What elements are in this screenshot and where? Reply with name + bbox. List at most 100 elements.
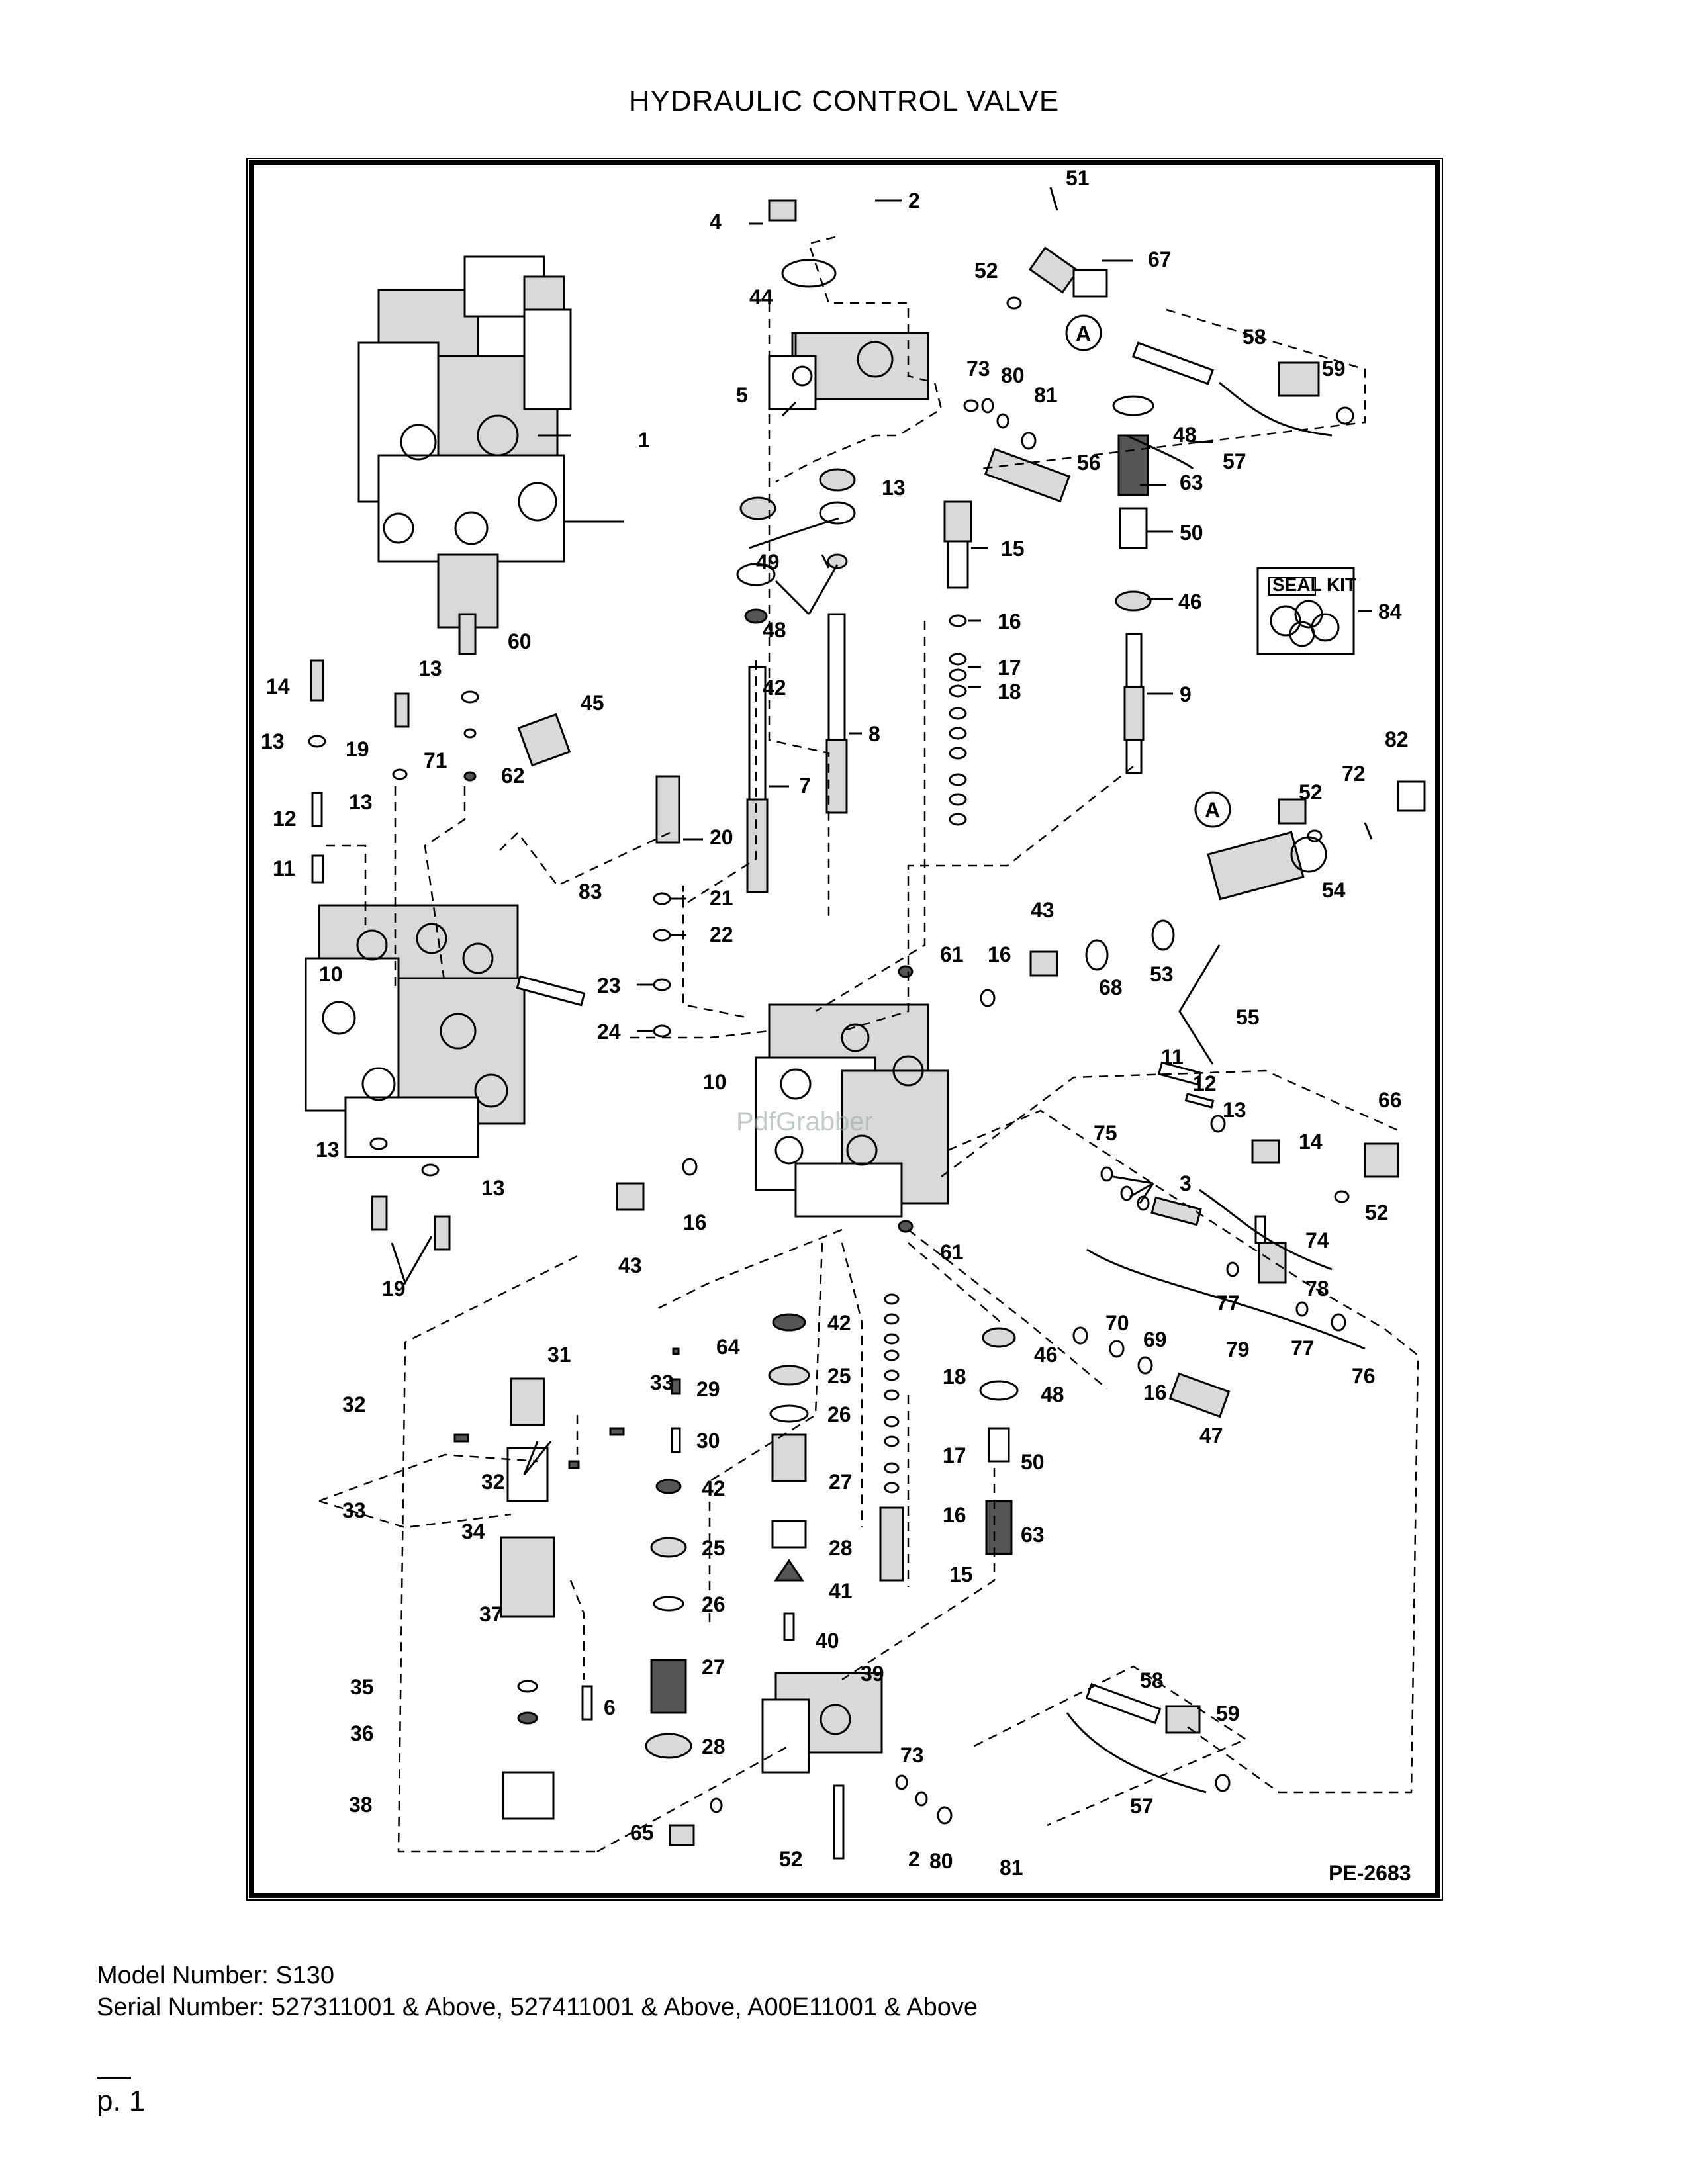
callout-58b: 58 [1140, 1668, 1164, 1692]
callout-27: 27 [829, 1470, 853, 1494]
callout-13a: 13 [261, 729, 285, 753]
lower-spool-parts [453, 1293, 1231, 1860]
valve-body-centre-illustration [755, 1003, 949, 1218]
callout-59: 59 [1322, 357, 1346, 381]
callout-36: 36 [350, 1721, 374, 1745]
callout-46b: 46 [1034, 1343, 1058, 1367]
callout-21: 21 [710, 886, 733, 910]
callout-39: 39 [861, 1662, 884, 1686]
callout-25b: 25 [702, 1536, 726, 1560]
callout-labels: 1 2 2 3 4 5 6 7 8 9 10 10 11 11 12 12 13… [261, 166, 1409, 1880]
callout-43b: 43 [618, 1253, 642, 1277]
callout-48c: 48 [1041, 1383, 1064, 1406]
callout-17b: 17 [943, 1443, 966, 1467]
callout-84: 84 [1378, 600, 1402, 623]
leader-dash-lines [318, 236, 1419, 1853]
callout-13c: 13 [418, 657, 442, 680]
callout-70: 70 [1105, 1311, 1129, 1335]
callout-52c: 52 [1365, 1201, 1389, 1224]
callout-81b: 81 [1000, 1856, 1023, 1880]
callout-56: 56 [1077, 451, 1101, 475]
callout-43: 43 [1031, 898, 1055, 922]
callout-73: 73 [966, 357, 990, 381]
callout-13e: 13 [1223, 1098, 1246, 1122]
callout-23: 23 [597, 974, 621, 997]
callout-74: 74 [1305, 1228, 1329, 1252]
callout-48: 48 [1173, 423, 1197, 447]
callout-80b: 80 [929, 1849, 953, 1873]
callout-12: 12 [273, 807, 297, 831]
callout-33: 33 [650, 1371, 674, 1394]
callout-50: 50 [1180, 521, 1203, 545]
exploded-parts-diagram: SEAL KIT [246, 158, 1443, 1901]
callout-51: 51 [1066, 166, 1090, 190]
callout-42b: 42 [827, 1311, 851, 1335]
callout-41: 41 [829, 1579, 853, 1603]
callout-55: 55 [1236, 1005, 1260, 1029]
upper-spool-parts [736, 199, 1354, 893]
serial-number: Serial Number: 527311001 & Above, 527411… [97, 1993, 978, 2021]
callout-11b: 11 [1161, 1045, 1184, 1069]
callout-72: 72 [1342, 762, 1366, 786]
valve-body-left-illustration [305, 904, 526, 1158]
callout-13f: 13 [316, 1138, 340, 1161]
callout-46: 46 [1178, 590, 1202, 614]
callout-35: 35 [350, 1675, 374, 1699]
callout-16e: 16 [1143, 1381, 1167, 1404]
callout-13g: 13 [481, 1176, 505, 1200]
callout-2: 2 [908, 189, 920, 212]
callout-77b: 77 [1291, 1336, 1315, 1360]
callout-60: 60 [508, 629, 532, 653]
callout-1: 1 [638, 428, 650, 452]
callout-13d: 13 [882, 476, 906, 500]
callout-63b: 63 [1021, 1523, 1045, 1547]
callout-19b: 19 [382, 1277, 406, 1300]
ref-a-top: A [1076, 322, 1091, 345]
callout-52b: 52 [1299, 780, 1323, 804]
callout-58: 58 [1243, 325, 1266, 349]
callout-61: 61 [940, 942, 964, 966]
callout-11: 11 [273, 856, 295, 880]
callout-57: 57 [1223, 449, 1246, 473]
callout-18b: 18 [943, 1365, 966, 1388]
model-number: Model Number: S130 [97, 1962, 335, 1989]
callout-8: 8 [868, 722, 880, 746]
callout-10: 10 [319, 962, 343, 986]
callout-81: 81 [1034, 383, 1058, 407]
callout-32b: 32 [481, 1470, 505, 1494]
seal-kit-box: SEAL KIT [1256, 567, 1356, 655]
callout-24: 24 [597, 1020, 621, 1044]
callout-28b: 28 [702, 1735, 726, 1758]
callout-20: 20 [710, 825, 733, 849]
callout-75: 75 [1094, 1121, 1117, 1145]
callout-64: 64 [716, 1335, 740, 1359]
callout-82: 82 [1385, 727, 1409, 751]
callout-63: 63 [1180, 471, 1203, 494]
callout-40: 40 [816, 1629, 839, 1653]
callout-83: 83 [579, 880, 602, 903]
page-number: p. 1 [97, 2085, 146, 2117]
callout-13b: 13 [349, 790, 373, 814]
callout-48b: 48 [763, 618, 786, 642]
callout-16d: 16 [943, 1503, 966, 1527]
page-title: HYDRAULIC CONTROL VALVE [628, 85, 1060, 117]
callout-15: 15 [1001, 537, 1025, 561]
callout-66: 66 [1378, 1088, 1402, 1112]
callout-59b: 59 [1216, 1702, 1240, 1725]
callout-12b: 12 [1193, 1071, 1217, 1095]
seal-kit-label: SEAL KIT [1272, 574, 1356, 595]
reference-markers: A A [1065, 314, 1231, 828]
callout-57b: 57 [1130, 1794, 1154, 1818]
callout-68: 68 [1099, 976, 1123, 999]
callout-37: 37 [479, 1602, 503, 1626]
assembled-valve-illustration [357, 255, 624, 629]
callout-53: 53 [1150, 962, 1174, 986]
callout-52: 52 [974, 259, 998, 283]
callout-16c: 16 [683, 1210, 707, 1234]
callout-42: 42 [763, 676, 786, 700]
callout-2b: 2 [908, 1847, 920, 1871]
callout-80: 80 [1001, 363, 1025, 387]
callout-25: 25 [827, 1364, 851, 1388]
callout-52d: 52 [779, 1847, 803, 1871]
callout-65: 65 [630, 1821, 654, 1844]
